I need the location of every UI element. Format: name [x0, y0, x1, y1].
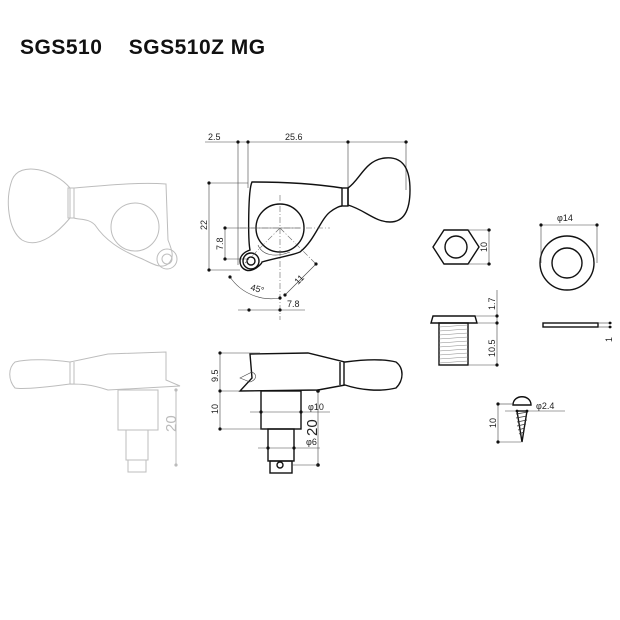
dim-washer-thickness: 1 [604, 337, 614, 342]
dim-screw-length: 10 [488, 418, 498, 428]
dim-post-length: 20 [304, 419, 321, 436]
dim-post-offset: 7.8 [215, 237, 225, 250]
dim-horizontal-offset: 7.8 [287, 299, 300, 309]
dim-offset: 2.5 [208, 132, 221, 142]
hex-nut-drawing: 10 [432, 228, 491, 266]
ghost-tuner-side-view: 20 [9, 351, 181, 473]
washer-drawing: φ14 1 [539, 213, 614, 342]
bushing-drawing: 1.7 10.5 [430, 290, 499, 367]
dim-washer-diameter: φ14 [557, 213, 573, 223]
dim-length: 25.6 [285, 132, 303, 142]
dim-bushing-diameter: φ10 [308, 402, 324, 412]
tuner-side-view: 9.5 10 φ10 20 φ6 [210, 351, 403, 474]
dim-bushing-flange: 1.7 [487, 297, 497, 310]
model-label-sgs510z-mg: SGS510Z MG [128, 36, 266, 59]
model-label-sgs510: SGS510 [20, 36, 103, 59]
dim-housing-height: 9.5 [210, 369, 220, 382]
dim-bushing-thread: 10.5 [487, 339, 497, 357]
dim-bushing-height: 10 [210, 404, 220, 414]
tuner-top-view: 2.5 25.6 22 7.8 11 [199, 132, 411, 320]
dim-post-diameter: φ6 [306, 437, 317, 447]
ghost-dim-post-length: 20 [163, 415, 180, 432]
screw-drawing: 10 φ2.4 [488, 396, 565, 444]
dim-radius: 11 [292, 273, 306, 287]
diagram-title: SGS510 SGS510Z MG [20, 36, 286, 60]
dim-screw-diameter: φ2.4 [536, 401, 554, 411]
dim-angle: 45° [249, 282, 265, 295]
dim-nut-width: 10 [479, 242, 489, 252]
ghost-tuner-top-view [7, 168, 178, 270]
dim-height: 22 [199, 220, 209, 230]
